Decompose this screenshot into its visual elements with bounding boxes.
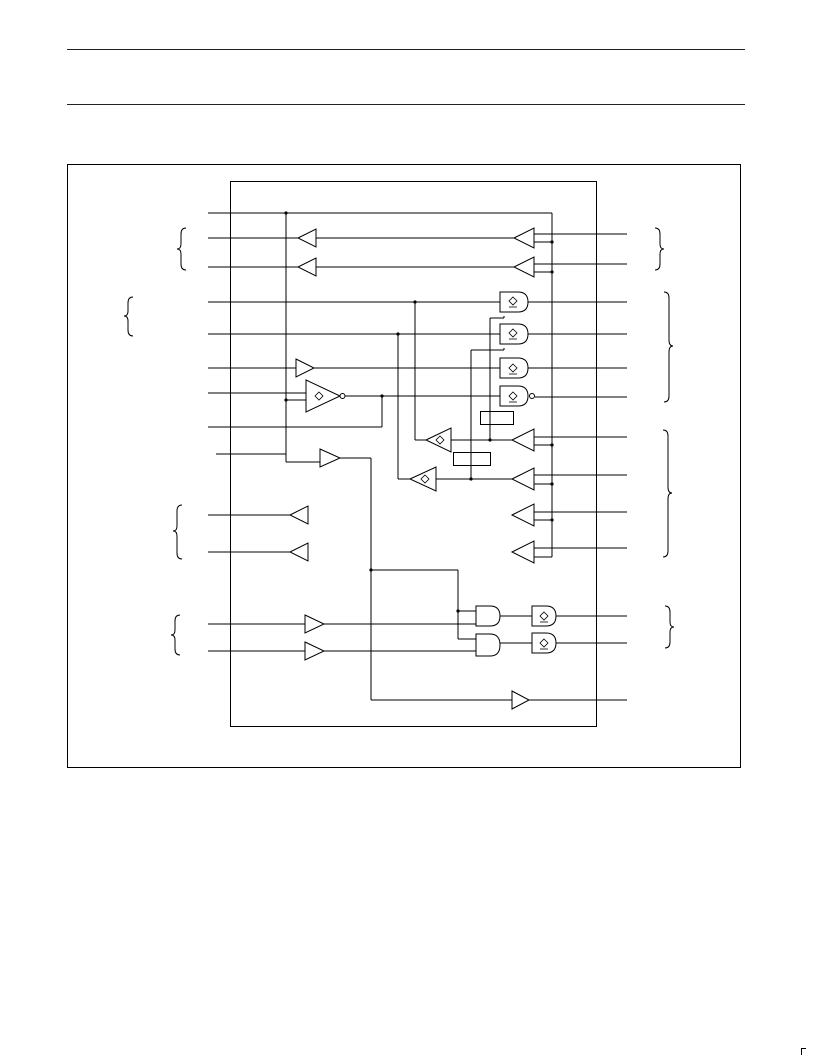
output-driver-icon	[531, 605, 557, 627]
tristate-buffer-icon	[510, 540, 535, 564]
junction-dot-icon	[413, 300, 417, 304]
inverter-bubble-icon	[339, 393, 346, 399]
junction-dot-icon	[369, 568, 373, 572]
left-brace-3	[172, 504, 183, 560]
tristate-buffer-icon	[512, 256, 535, 278]
junction-dot-icon	[396, 332, 400, 336]
tristate-buffer-icon	[424, 427, 452, 453]
buffer-icon	[295, 358, 316, 378]
output-driver-icon	[499, 357, 529, 379]
junction-dot-icon	[550, 443, 554, 447]
tristate-buffer-icon	[510, 503, 535, 527]
tristate-buffer-icon	[408, 466, 437, 492]
header-rule-bottom	[67, 104, 745, 105]
output-driver-icon	[499, 323, 529, 345]
left-brace-4	[170, 614, 181, 656]
crop-mark	[801, 1048, 806, 1055]
tristate-buffer-icon	[512, 227, 535, 249]
tristate-buffer-icon	[319, 448, 342, 468]
diamond-icon	[508, 296, 518, 306]
tristate-buffer-icon	[510, 467, 535, 491]
junction-dot-icon	[550, 270, 554, 274]
and-gate-icon	[475, 605, 501, 627]
buffer-icon	[304, 641, 326, 661]
right-brace-2	[663, 291, 674, 403]
right-brace-4	[664, 605, 675, 649]
diamond-icon	[539, 638, 549, 648]
junction-dot-icon	[550, 240, 554, 244]
buffer-icon	[296, 228, 317, 248]
left-brace-2	[123, 296, 134, 337]
junction-dot-icon	[284, 398, 288, 402]
diamond-icon	[508, 328, 518, 338]
buffer-icon	[296, 257, 317, 277]
right-brace-1	[654, 227, 665, 271]
junction-dot-icon	[550, 518, 554, 522]
junction-dot-icon	[469, 477, 473, 481]
inverter-bubble-icon	[529, 393, 535, 399]
buffer-icon	[288, 505, 309, 525]
buffer-icon	[511, 690, 531, 710]
diamond-icon	[508, 391, 518, 401]
and-gate-icon	[475, 633, 501, 657]
header-rule-top	[67, 49, 745, 50]
left-brace-1	[176, 227, 187, 271]
junction-dot-icon	[284, 211, 288, 215]
diamond-icon	[435, 435, 445, 445]
output-driver-icon	[499, 291, 529, 313]
junction-dot-icon	[550, 482, 554, 486]
diamond-icon	[539, 611, 549, 621]
diamond-icon	[314, 391, 324, 401]
junction-dot-icon	[488, 438, 492, 442]
junction-dot-icon	[456, 609, 460, 613]
junction-dot-icon	[380, 394, 384, 398]
diamond-icon	[420, 474, 430, 484]
buffer-icon	[288, 542, 309, 562]
figure-frame	[67, 164, 741, 768]
buffer-icon	[304, 614, 326, 634]
output-driver-icon	[531, 632, 557, 654]
output-driver-icon	[499, 385, 529, 407]
diamond-icon	[508, 363, 518, 373]
right-brace-3	[662, 429, 673, 558]
tristate-buffer-icon	[510, 428, 535, 452]
